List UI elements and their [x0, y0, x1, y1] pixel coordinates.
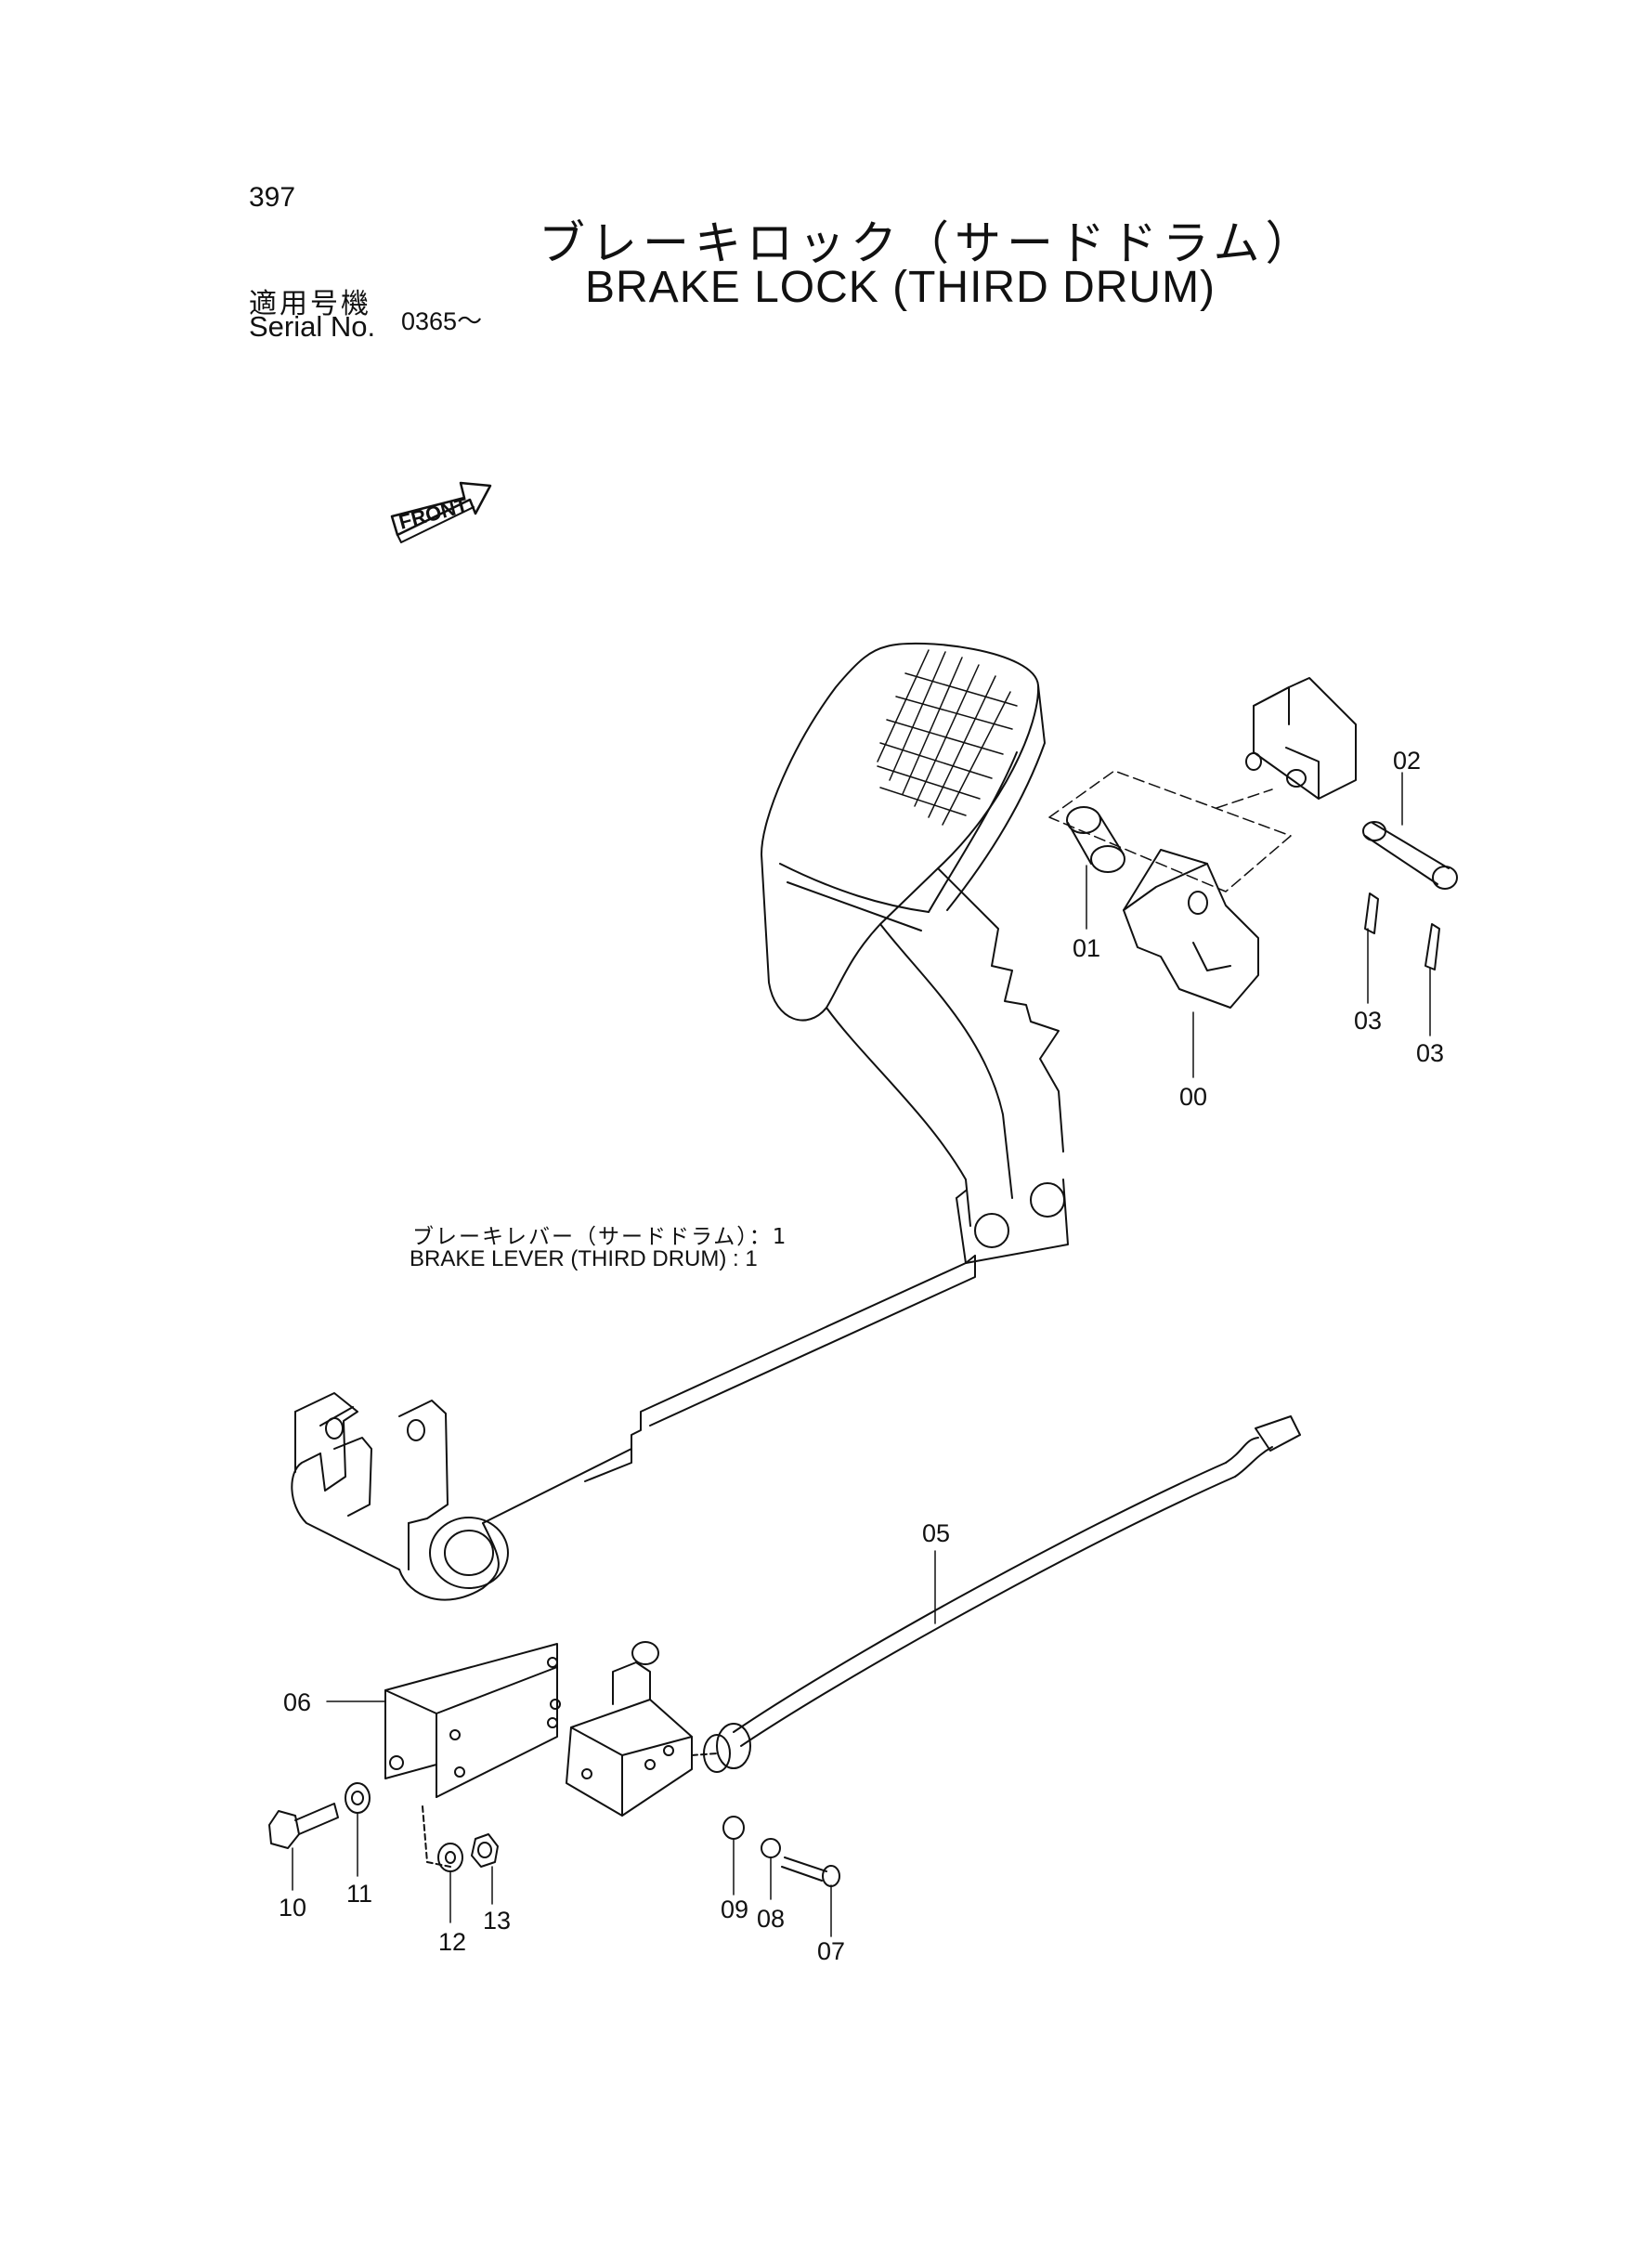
- callout-05: 05: [922, 1519, 950, 1547]
- serial-number-value: 0365～: [401, 307, 483, 335]
- part-06-plate: [385, 1644, 560, 1797]
- limit-switch: [566, 1642, 750, 1816]
- callout-00: 00: [1179, 1083, 1207, 1111]
- callout-13: 13: [483, 1907, 511, 1935]
- part-03-cotter-pins: [1365, 893, 1439, 970]
- callout-01: 01: [1073, 934, 1100, 962]
- callout-10: 10: [279, 1894, 306, 1922]
- callout-12: 12: [438, 1928, 466, 1956]
- part-05-cable: [734, 1416, 1300, 1746]
- page-number: 397: [249, 182, 296, 213]
- callout-02: 02: [1393, 747, 1421, 775]
- serial-label: Serial No.: [249, 310, 376, 343]
- page-title-japanese: ブレーキロック（サードドラム）: [539, 216, 1318, 270]
- brake-lever-label-japanese: ブレーキレバー（サードドラム）：1: [412, 1225, 788, 1249]
- callout-03b: 03: [1416, 1039, 1444, 1067]
- callout-03a: 03: [1354, 1007, 1382, 1035]
- front-label: FRONT: [397, 493, 471, 534]
- pedal-grip-pattern: [878, 650, 1017, 825]
- callout-08: 08: [757, 1905, 785, 1933]
- part-02-pin: [1363, 822, 1457, 889]
- serial-label-japanese: 適用号機: [249, 288, 371, 320]
- part-00-lock-block: [1124, 850, 1258, 1008]
- fasteners: [269, 1783, 839, 1886]
- callout-leaders: [293, 773, 1430, 1936]
- callout-06: 06: [283, 1688, 311, 1716]
- front-direction-arrow-icon: FRONT: [392, 483, 490, 542]
- callout-11: 11: [346, 1880, 372, 1908]
- lever-bracket: [1246, 678, 1356, 799]
- brake-lever-body: [292, 644, 1068, 1600]
- page-title: BRAKE LOCK (THIRD DRUM): [585, 263, 1216, 312]
- alignment-lines: [1049, 771, 1291, 892]
- callout-09: 09: [721, 1896, 748, 1923]
- part-01-bushing: [1067, 807, 1125, 872]
- brake-lever-label: BRAKE LEVER (THIRD DRUM) : 1: [410, 1246, 758, 1271]
- callout-07: 07: [817, 1937, 845, 1965]
